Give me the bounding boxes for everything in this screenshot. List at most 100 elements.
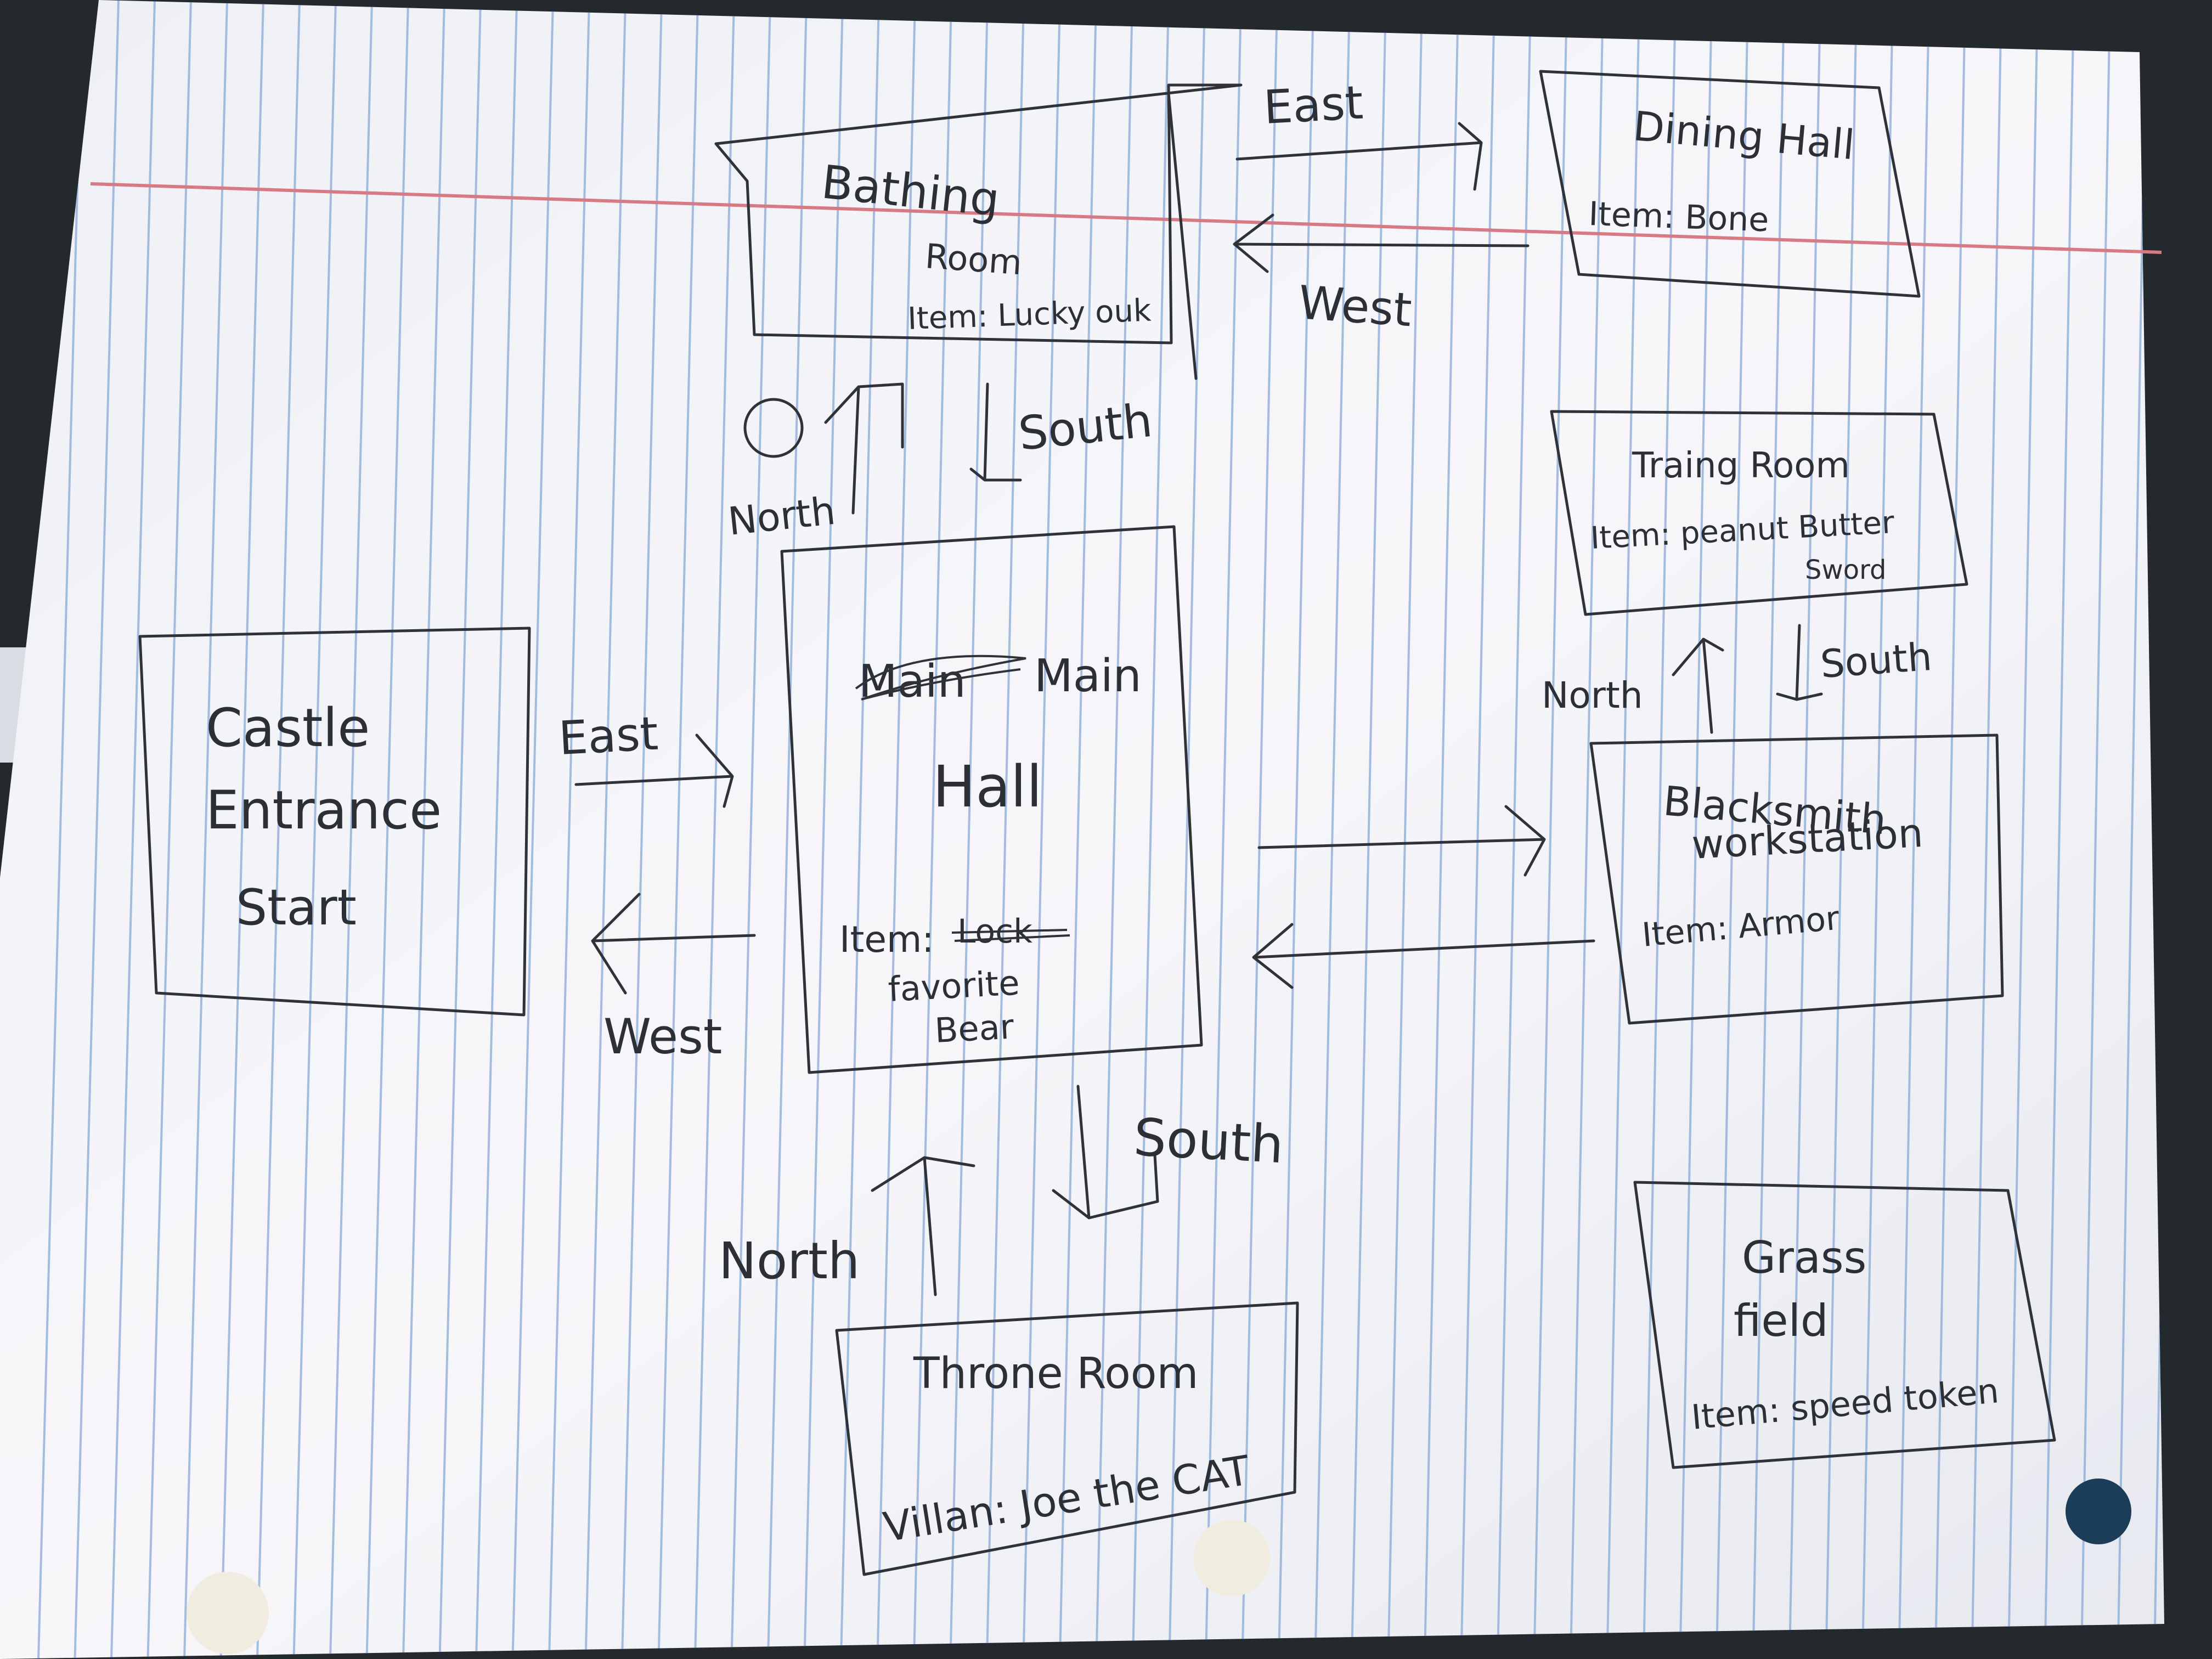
room-name-line1: Castle <box>206 697 370 759</box>
connection-blacksmith-to-training: North <box>1542 637 1724 734</box>
ruled-line <box>219 0 264 1659</box>
direction-label: North <box>1542 674 1643 716</box>
ruled-line <box>110 0 156 1659</box>
ruled-line <box>1424 0 1459 1659</box>
scribble-circle <box>743 398 804 458</box>
room-box <box>138 627 531 1017</box>
ruled-line <box>2080 0 2111 1659</box>
room-castle-entrance: Castle Entrance Start <box>138 627 531 1017</box>
room-item-line1: favorite <box>887 963 1020 1009</box>
ruled-line <box>292 0 337 1659</box>
ruled-line <box>183 0 228 1659</box>
direction-label: North <box>726 488 837 544</box>
ruled-line <box>767 0 808 1659</box>
ruled-line <box>256 0 301 1659</box>
connection-main-to-entrance: West <box>591 893 756 1065</box>
ruled-line <box>986 0 1025 1659</box>
direction-label: North <box>719 1232 860 1290</box>
arrow-north <box>871 1156 975 1296</box>
ruled-line <box>1132 0 1170 1659</box>
ruled-line <box>365 0 409 1659</box>
connection-throne-to-main: North <box>719 1156 975 1296</box>
connection-training-to-blacksmith: South <box>1776 624 1933 701</box>
ruled-lines <box>37 0 2164 1659</box>
ruled-line <box>1679 0 1713 1659</box>
ruled-line <box>1022 0 1061 1659</box>
ruled-line <box>1314 0 1351 1659</box>
arrow-south <box>969 382 1022 482</box>
connection-bathing-to-dining: East <box>1235 76 1483 191</box>
ruled-line <box>584 0 627 1659</box>
ruled-line <box>1497 0 1532 1659</box>
arrow-west <box>1233 213 1530 273</box>
ruled-line <box>949 0 989 1659</box>
ruled-line <box>1168 0 1206 1659</box>
margin-line <box>90 182 2162 254</box>
ruled-line <box>2117 0 2147 1659</box>
room-box <box>714 83 1243 345</box>
binder-hole <box>2066 1479 2131 1544</box>
ruled-line <box>1825 0 1858 1659</box>
ruled-line <box>1095 0 1133 1659</box>
room-item: Item: Lucky ouk <box>907 293 1152 337</box>
arrow-east <box>574 733 734 808</box>
room-item-line2: Sword <box>1805 555 1886 585</box>
connection-blacksmith-to-main <box>1252 923 1595 989</box>
ruled-line <box>803 0 844 1659</box>
ruled-line <box>37 0 83 1659</box>
ruled-line <box>438 0 482 1659</box>
arrow-south <box>1052 1085 1159 1220</box>
notebook-paper <box>0 0 2164 1659</box>
ruled-line <box>475 0 518 1659</box>
ruled-line <box>2153 0 2164 1659</box>
arrow-south <box>1776 624 1823 701</box>
ruled-line <box>1351 0 1387 1659</box>
direction-label: West <box>1297 275 1414 337</box>
arrow-east <box>1257 805 1546 877</box>
connection-main-to-blacksmith <box>1257 805 1546 877</box>
ruled-line <box>1533 0 1568 1659</box>
ruled-line <box>621 0 663 1659</box>
room-box <box>1589 733 2004 1025</box>
ruled-line <box>146 0 192 1659</box>
ruled-line <box>1278 0 1314 1659</box>
ruled-line <box>1934 0 1966 1659</box>
room-box <box>835 1301 1299 1576</box>
direction-label: East <box>1262 76 1364 134</box>
ruled-line <box>694 0 735 1659</box>
ruled-line <box>1716 0 1749 1659</box>
room-item-line2: Bear <box>934 1007 1015 1051</box>
ruled-line <box>548 0 590 1659</box>
room-main-hall: Main Main Hall Item: Lock favorite Bear <box>780 525 1203 1074</box>
ruled-line <box>730 0 771 1659</box>
arrow-north <box>824 382 904 515</box>
ruled-line <box>2007 0 2039 1659</box>
connection-dining-to-bathing: West <box>1233 213 1530 337</box>
direction-label: East <box>557 707 659 765</box>
room-name-line2: field <box>1734 1295 1829 1346</box>
connection-main-to-throne: South <box>1052 1085 1285 1220</box>
room-box <box>1633 1181 2056 1469</box>
ruled-line <box>74 0 120 1659</box>
room-name-line2: Room <box>924 236 1023 283</box>
room-box <box>780 525 1203 1074</box>
room-name-line3: Start <box>236 879 357 936</box>
binder-hole <box>1193 1520 1270 1596</box>
room-item: Item: Bone <box>1588 195 1769 239</box>
direction-label: South <box>1132 1108 1285 1175</box>
room-blacksmith-workstation: Blacksmith workstation Item: Armor <box>1589 733 2004 1025</box>
ruled-line <box>1861 0 1894 1659</box>
ruled-line <box>840 0 880 1659</box>
room-name: Throne Room <box>913 1349 1199 1398</box>
ruled-line <box>329 0 373 1659</box>
ruled-line <box>1205 0 1242 1659</box>
room-name-line1: Grass <box>1742 1232 1866 1283</box>
room-name-line2: Hall <box>933 753 1042 820</box>
arrow-west <box>591 893 756 995</box>
room-name: Traing Room <box>1632 445 1850 486</box>
ruled-line <box>1788 0 1821 1659</box>
ruled-line <box>2044 0 2075 1659</box>
room-item-label: Item: <box>839 918 934 961</box>
